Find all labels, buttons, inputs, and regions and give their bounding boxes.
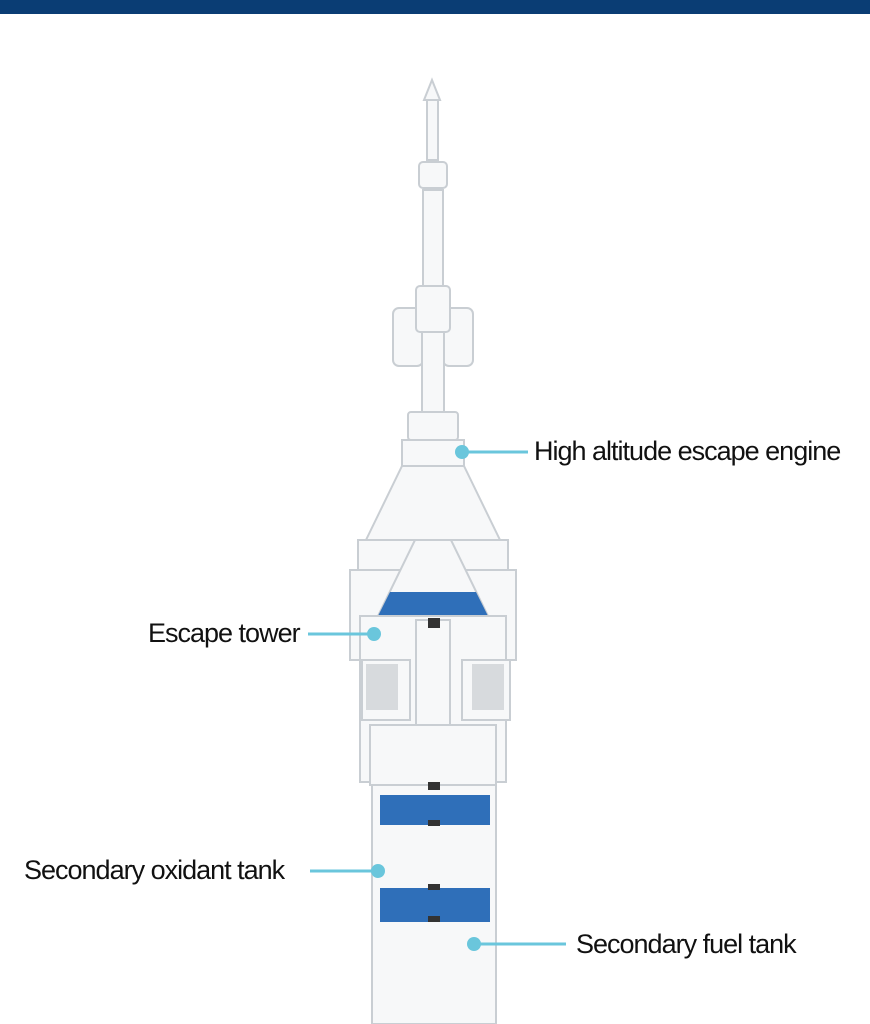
fairing-cone <box>364 465 502 541</box>
lower-section <box>369 724 497 786</box>
marker-tower <box>367 627 381 641</box>
grille-right <box>472 664 504 710</box>
label-secondary-fuel-tank: Secondary fuel tank <box>576 929 797 959</box>
spire-joint <box>415 285 451 333</box>
spire-collar <box>418 161 448 189</box>
marker-engine <box>455 445 469 459</box>
top-banner <box>0 0 870 14</box>
label-high-altitude-escape-engine: High altitude escape engine <box>534 436 841 466</box>
capsule-blue-band <box>378 592 488 616</box>
engine-block <box>407 411 459 441</box>
spire-lower-rod <box>421 331 445 413</box>
spire-rod <box>426 99 439 161</box>
spire-mid-rod <box>422 189 444 287</box>
grille-left <box>366 664 398 710</box>
label-escape-tower: Escape tower <box>148 618 301 648</box>
marker-fuel <box>467 937 481 951</box>
marker-oxidant <box>371 864 385 878</box>
spire-tip <box>422 77 442 101</box>
engine-base <box>401 439 465 467</box>
label-secondary-oxidant-tank: Secondary oxidant tank <box>24 855 285 885</box>
